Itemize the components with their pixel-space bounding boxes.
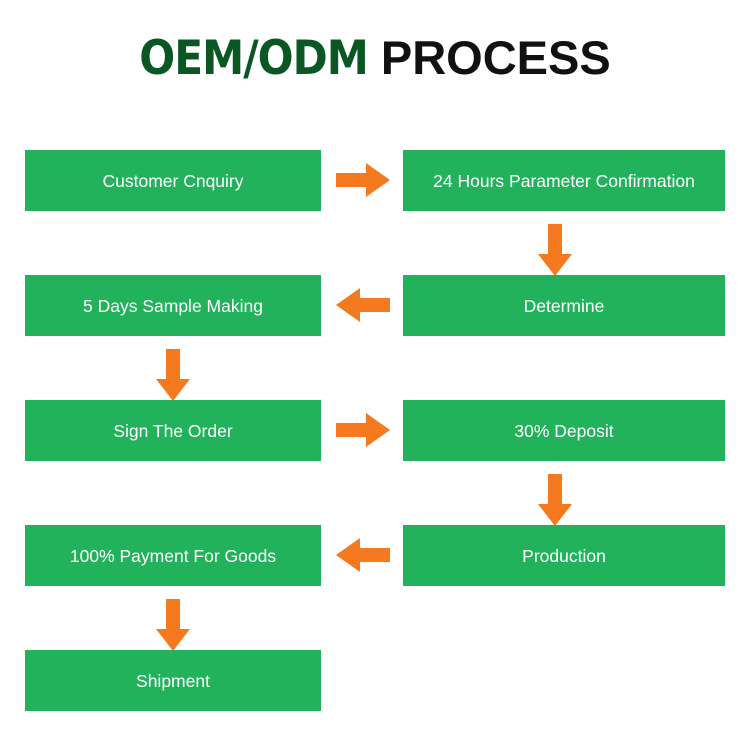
process-step-parameter-confirmation[interactable]: 24 Hours Parameter Confirmation — [403, 150, 725, 211]
process-step-label: 5 Days Sample Making — [83, 295, 263, 316]
process-step-label: 100% Payment For Goods — [69, 545, 277, 566]
process-step-shipment[interactable]: Shipment — [25, 650, 321, 711]
page-title-brand: OEM/ODM — [139, 31, 369, 86]
page-title: OEM/ODM PROCESS — [0, 28, 750, 89]
process-step-label: Production — [522, 545, 606, 566]
process-step-deposit[interactable]: 30% Deposit — [403, 400, 725, 461]
connector-arrow-down-3 — [538, 474, 572, 526]
process-step-label: Customer Cnquiry — [102, 170, 244, 191]
process-step-label: Determine — [523, 295, 605, 316]
process-step-sample-making[interactable]: 5 Days Sample Making — [25, 275, 321, 336]
connector-arrow-left-2 — [336, 538, 390, 572]
connector-arrow-left-1 — [336, 288, 390, 322]
connector-arrow-right-2 — [336, 413, 390, 447]
connector-arrow-down-2 — [156, 349, 190, 401]
connector-arrow-down-4 — [156, 599, 190, 651]
connector-arrow-down-1 — [538, 224, 572, 276]
process-step-production[interactable]: Production — [403, 525, 725, 586]
process-step-customer-enquiry[interactable]: Customer Cnquiry — [25, 150, 321, 211]
process-step-sign-the-order[interactable]: Sign The Order — [25, 400, 321, 461]
process-step-label: Sign The Order — [113, 420, 233, 441]
process-step-label: 30% Deposit — [514, 420, 614, 441]
process-step-full-payment[interactable]: 100% Payment For Goods — [25, 525, 321, 586]
process-step-determine[interactable]: Determine — [403, 275, 725, 336]
process-step-label: 24 Hours Parameter Confirmation — [433, 170, 695, 191]
process-step-label: Shipment — [136, 670, 210, 691]
connector-arrow-right-1 — [336, 163, 390, 197]
page-title-word: PROCESS — [367, 31, 611, 84]
